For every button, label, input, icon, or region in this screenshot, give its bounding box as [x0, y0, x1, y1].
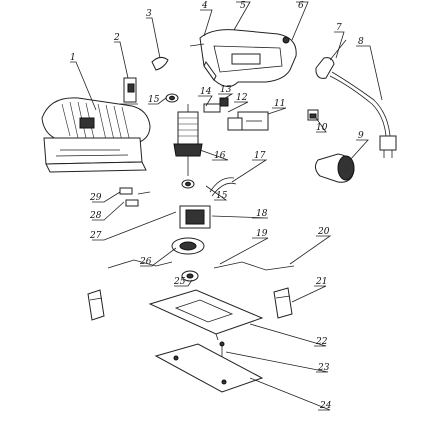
part-base-plate: [148, 289, 264, 341]
part-screw: [219, 341, 225, 358]
callout-5: 5: [240, 1, 246, 11]
callout-15b: 15: [216, 191, 228, 201]
callout-8: 8: [358, 37, 364, 47]
callout-2: 2: [113, 33, 120, 43]
part-capacitor: [227, 111, 269, 131]
callout-3: 3: [146, 9, 152, 19]
callout-13: 13: [220, 85, 232, 95]
part-strain-relief: [315, 39, 347, 79]
callout-21: 21: [315, 277, 327, 287]
callout-labels: 1 2 3 4 5 6 7 8 9 10 11 12 13 14 15 15 1…: [70, 1, 364, 411]
part-spring-left: [107, 259, 173, 269]
part-clamp-left: [87, 289, 105, 321]
part-field-coil: [179, 205, 211, 229]
part-switch: [120, 77, 138, 105]
callout-22: 22: [315, 337, 328, 347]
callout-1: 1: [70, 53, 76, 63]
part-housing: [189, 29, 297, 87]
part-bearing-lower: [181, 179, 195, 189]
part-bearing-top: [165, 93, 179, 103]
callout-7: 7: [336, 23, 342, 33]
part-clamp-right: [273, 287, 293, 319]
part-spring-right: [213, 261, 295, 271]
part-fan: [171, 237, 205, 255]
callout-17: 17: [254, 151, 266, 161]
callout-29: 29: [89, 193, 102, 203]
callout-24: 24: [319, 401, 332, 411]
callout-28: 28: [89, 211, 102, 221]
part-brush-set: [119, 187, 151, 207]
callout-12: 12: [236, 93, 248, 103]
callout-15a: 15: [148, 95, 160, 105]
callout-23: 23: [317, 363, 330, 373]
callout-10: 10: [316, 123, 328, 133]
callout-25: 25: [173, 277, 186, 287]
callout-26: 26: [139, 257, 152, 267]
part-brush-holder: [203, 97, 229, 113]
callout-27: 27: [89, 231, 102, 241]
part-power-cord: [329, 71, 397, 158]
callout-4: 4: [201, 1, 208, 11]
callout-6: 6: [298, 1, 304, 11]
part-connector: [307, 109, 319, 121]
callout-18: 18: [256, 209, 268, 219]
leader-lines: [70, 1, 383, 411]
part-armature: [173, 104, 203, 176]
part-dust-port: [314, 153, 355, 183]
callout-19: 19: [256, 229, 268, 239]
part-assembled-sander: [41, 97, 151, 173]
part-eccentric: [181, 270, 199, 282]
part-wires: [209, 177, 237, 197]
callout-11: 11: [274, 99, 285, 109]
callout-20: 20: [317, 227, 330, 237]
part-sanding-pad: [154, 343, 264, 393]
callout-16: 16: [214, 151, 226, 161]
callout-14: 14: [200, 87, 212, 97]
part-clip: [151, 56, 169, 71]
callout-9: 9: [358, 131, 364, 141]
